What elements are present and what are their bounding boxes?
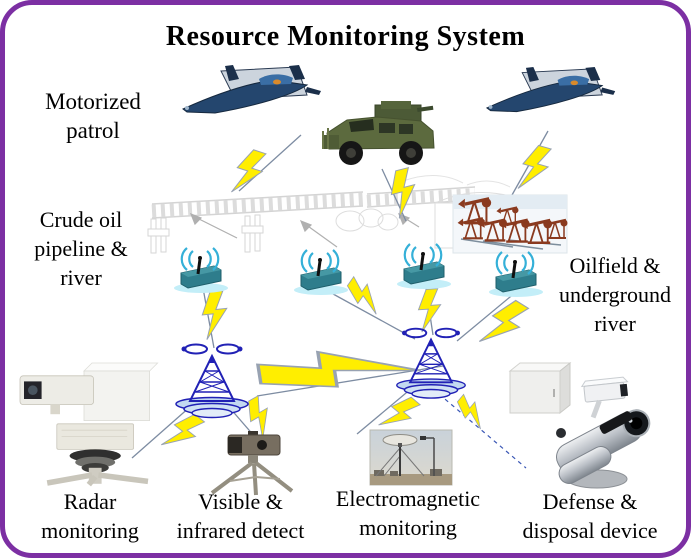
lightning-bolt-icon [385, 166, 423, 220]
label-defense: Defense & disposal device [522, 489, 658, 543]
connector-lines [131, 130, 549, 469]
radar-camera-station-icon [19, 362, 159, 487]
label-motorized-patrol: Motorized patrol [45, 89, 141, 143]
defense-cctv-icon [580, 376, 629, 419]
leader-arrows [189, 212, 420, 248]
lightning-bolt-icon [342, 274, 388, 317]
wireless-sensor-icon [395, 242, 453, 291]
radio-tower-left-icon [175, 343, 249, 419]
label-electromagnetic: Electromagnetic monitoring [335, 486, 481, 540]
oilfield-pumpjacks-image [452, 194, 569, 254]
label-visible-infrared: Visible & infrared detect [176, 489, 305, 543]
wireless-sensor-icon [487, 250, 545, 299]
uav-drone-right-icon [486, 66, 616, 113]
wireless-sensor-icon [172, 246, 230, 295]
lightning-bolt-icon [452, 392, 492, 431]
label-crude-oil-pipeline: Crude oil pipeline & river [34, 207, 128, 290]
lightning-bolt-icon [229, 146, 269, 200]
electromagnetic-antenna-image [369, 429, 453, 486]
pipeline-sketch [147, 175, 526, 254]
label-radar-monitoring: Radar monitoring [41, 489, 139, 543]
radio-tower-right-icon [395, 327, 467, 399]
page-title: Resource Monitoring System [165, 21, 526, 52]
tripod-detector-icon [210, 431, 294, 496]
diagram-artwork [19, 64, 651, 496]
defense-device-icon [556, 376, 651, 489]
equipment-cabinet-icon [508, 361, 572, 415]
lightning-bolt-icon [416, 288, 443, 333]
uav-drone-left-icon [182, 64, 322, 114]
label-oilfield: Oilfield & underground river [558, 253, 672, 336]
lightning-bolt-icon [476, 293, 531, 357]
lightning-bolt-icon [515, 142, 554, 196]
dashed-connector-line [438, 393, 527, 469]
patrol-vehicle-icon [322, 101, 435, 165]
lightning-bolt-icon [240, 394, 281, 441]
wireless-sensor-icon [292, 248, 350, 297]
lightning-bolt-large-icon [255, 334, 423, 401]
